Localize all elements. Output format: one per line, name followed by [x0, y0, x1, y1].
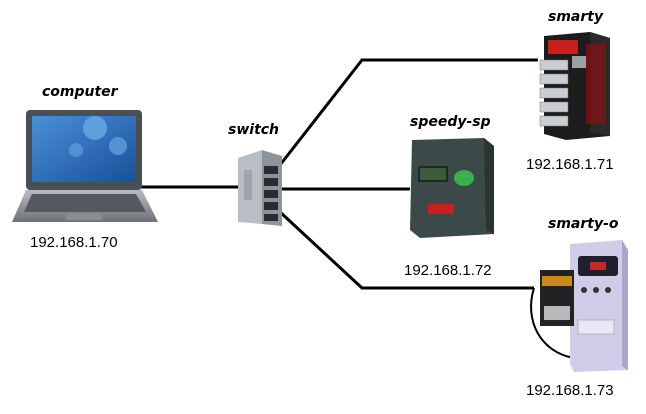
node-label-smarty-o: smarty-o	[548, 216, 619, 232]
connection-lines	[140, 58, 538, 290]
node-ip-computer: 192.168.1.70	[30, 234, 118, 251]
node-label-switch: switch	[228, 122, 280, 138]
node-label-speedy-sp: speedy-sp	[410, 114, 491, 130]
dc-drive-icon	[410, 138, 494, 238]
inverter-drive-icon	[530, 240, 628, 372]
network-switch-icon	[238, 150, 282, 226]
node-label-smarty: smarty	[548, 9, 604, 25]
link-switch-smarty-o	[278, 210, 534, 290]
node-label-computer: computer	[42, 84, 118, 100]
link-switch-smarty	[278, 58, 538, 166]
node-ip-speedy-sp: 192.168.1.72	[404, 262, 492, 279]
node-ip-smarty-o: 192.168.1.73	[526, 382, 614, 399]
plc-controller-icon	[539, 32, 610, 140]
laptop-icon	[12, 110, 158, 222]
node-ip-smarty: 192.168.1.71	[526, 156, 614, 173]
